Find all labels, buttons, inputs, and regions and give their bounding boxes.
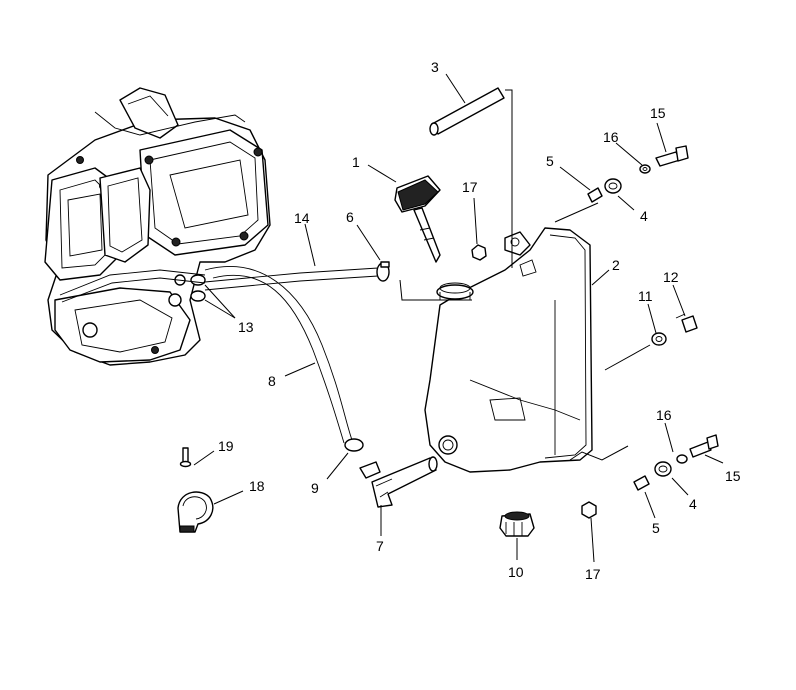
- elbow-fitting-7: [359, 456, 438, 508]
- bolt-12: [675, 313, 698, 333]
- label-bolt-15-bottom: 15: [725, 468, 741, 484]
- filler-cap-1: [394, 175, 441, 263]
- oil-tank-2: [424, 227, 593, 473]
- label-clamp-5-top: 5: [546, 153, 554, 169]
- label-clamp-18: 18: [249, 478, 265, 494]
- label-clamp-9: 9: [311, 480, 319, 496]
- label-rivet-19: 19: [218, 438, 234, 454]
- label-cap-1: 1: [352, 154, 360, 170]
- label-nut-17-top: 17: [462, 179, 478, 195]
- clamp-5-bottom: [633, 475, 650, 491]
- washer-11: [651, 332, 667, 346]
- label-elbow-7: 7: [376, 538, 384, 554]
- hose-3: [429, 87, 505, 136]
- label-nut-17-bottom: 17: [585, 566, 601, 582]
- leader-lines: [193, 73, 724, 563]
- label-washer-16-top: 16: [603, 129, 619, 145]
- bolt-15-top: [655, 145, 689, 167]
- grommet-4-top: [604, 178, 622, 194]
- hose-8: [204, 266, 353, 444]
- nut-17-bottom: [581, 501, 597, 519]
- label-clamps-13: 13: [238, 319, 254, 335]
- clamp-5-top: [587, 187, 603, 203]
- nut-17-top: [471, 244, 487, 261]
- label-clamp-6: 6: [346, 209, 354, 225]
- grommet-4-bottom: [654, 461, 672, 477]
- label-hose-8: 8: [268, 373, 276, 389]
- label-hose-3: 3: [431, 59, 439, 75]
- clamp-6: [376, 261, 390, 282]
- bolt-15-bottom: [689, 434, 719, 458]
- callout-labels: 3 1 17 5 4 16 15 6 14 2 12 11 13 8 16 15…: [218, 59, 741, 582]
- hose-14: [204, 267, 379, 291]
- label-bolt-12: 12: [663, 269, 679, 285]
- label-washer-11: 11: [638, 288, 653, 304]
- rivet-19: [179, 447, 192, 468]
- label-washer-16-bottom: 16: [656, 407, 672, 423]
- label-grommet-4-top: 4: [640, 208, 648, 224]
- drain-plug-10: [499, 511, 535, 537]
- label-drain-plug-10: 10: [508, 564, 524, 580]
- washer-16-top: [639, 164, 651, 174]
- label-clamp-5-bottom: 5: [652, 520, 660, 536]
- engine-block: [44, 87, 271, 366]
- label-hose-14: 14: [294, 210, 310, 226]
- label-bolt-15-top: 15: [650, 105, 666, 121]
- clamp-9: [344, 438, 364, 452]
- washer-16-bottom: [676, 454, 688, 464]
- label-grommet-4-bottom: 4: [689, 496, 697, 512]
- p-clamp-18: [177, 491, 214, 533]
- label-tank-2: 2: [612, 257, 620, 273]
